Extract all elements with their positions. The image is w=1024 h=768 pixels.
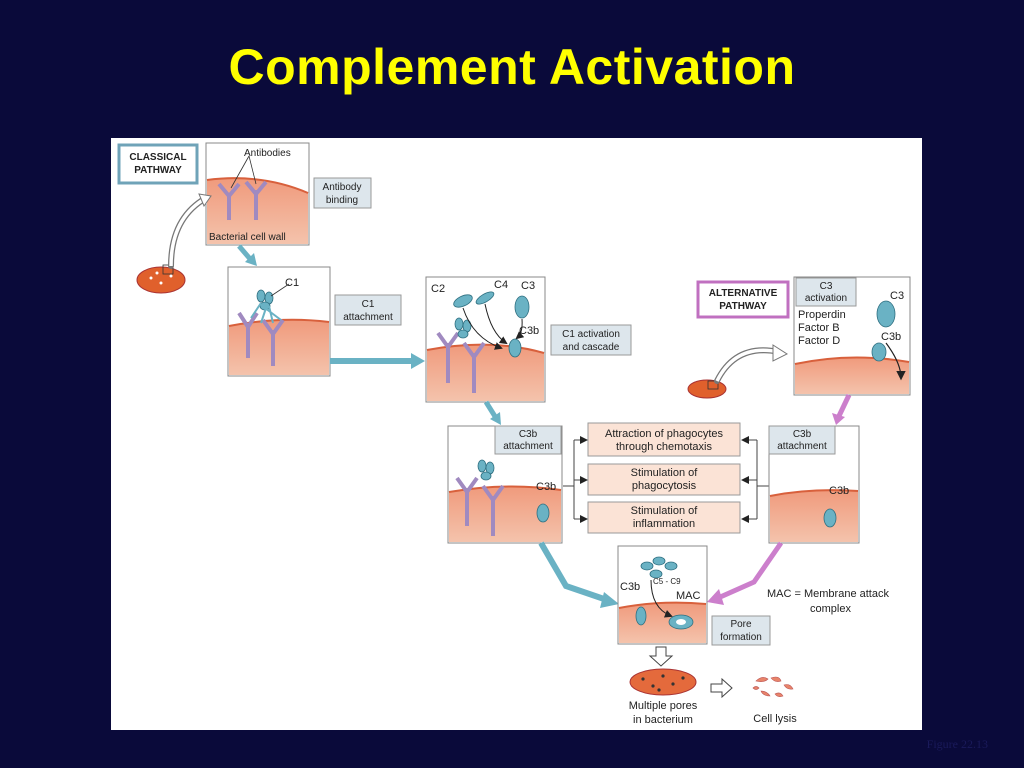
flow-arrow <box>538 541 608 603</box>
svg-text:formation: formation <box>720 632 762 643</box>
svg-text:C5 - C9: C5 - C9 <box>653 577 681 586</box>
svg-text:PATHWAY: PATHWAY <box>134 165 182 176</box>
panel-c3b-attachment-alternative: C3b attachment C3b <box>768 425 860 544</box>
svg-text:C1: C1 <box>285 277 299 289</box>
svg-text:C3b: C3b <box>620 581 640 593</box>
svg-text:MAC: MAC <box>676 590 701 602</box>
antibody-binding-label: Antibody binding <box>313 177 372 209</box>
c3b-icon <box>635 606 647 626</box>
c4-icon <box>475 291 495 305</box>
alternative-pathway-label: ALTERNATIVE PATHWAY <box>696 280 790 319</box>
svg-text:C3b: C3b <box>519 429 538 440</box>
svg-text:C3b: C3b <box>881 331 901 343</box>
svg-text:Antibody: Antibody <box>323 182 362 193</box>
c3b-icon <box>871 342 887 362</box>
svg-text:C1 activation: C1 activation <box>562 329 620 340</box>
outcome-chemotaxis: Attraction of phagocytes through chemota… <box>587 422 741 457</box>
c1-activation-label: C1 activation and cascade <box>550 324 632 356</box>
diagram-svg: CLASSICAL PATHWAY Antibodies Bacterial c… <box>117 142 911 726</box>
flow-arrow <box>836 393 852 418</box>
multiple-pores-label-2: in bacterium <box>633 714 693 726</box>
panel-antibody-binding: Antibodies Bacterial cell wall <box>205 142 310 246</box>
c1-complex-icon <box>256 289 274 311</box>
svg-text:ALTERNATIVE: ALTERNATIVE <box>709 288 778 299</box>
svg-text:attachment: attachment <box>503 441 553 452</box>
c3b-icon <box>508 338 522 358</box>
svg-text:Properdin: Properdin <box>798 309 846 321</box>
down-arrow-icon <box>648 646 674 667</box>
bacterium-icon <box>687 379 727 399</box>
svg-text:C3: C3 <box>890 290 904 302</box>
svg-text:C3: C3 <box>820 281 833 292</box>
svg-text:C1: C1 <box>362 299 375 310</box>
svg-text:Stimulation of: Stimulation of <box>631 505 699 517</box>
svg-text:C3b: C3b <box>536 481 556 493</box>
svg-text:Stimulation of: Stimulation of <box>631 467 699 479</box>
svg-text:Antibodies: Antibodies <box>244 148 291 159</box>
c1-attachment-label: C1 attachment <box>334 294 402 326</box>
complement-diagram: CLASSICAL PATHWAY Antibodies Bacterial c… <box>111 138 922 730</box>
svg-text:C3: C3 <box>521 280 535 292</box>
svg-text:PATHWAY: PATHWAY <box>719 301 767 312</box>
svg-text:attachment: attachment <box>343 312 393 323</box>
svg-text:attachment: attachment <box>777 441 827 452</box>
multiple-pores-label: Multiple pores <box>629 700 698 712</box>
panel-c3b-attachment-classical: C3b attachment C3b <box>447 425 563 544</box>
cell-lysis-icon <box>752 676 794 697</box>
svg-text:activation: activation <box>805 293 847 304</box>
c3-icon <box>514 295 530 319</box>
outcome-arrows-left <box>563 436 588 523</box>
c3-icon <box>876 300 896 328</box>
panel-c1-activation: C2 C4 C3 C3b <box>425 276 546 403</box>
svg-text:phagocytosis: phagocytosis <box>632 480 697 492</box>
svg-text:binding: binding <box>326 195 358 206</box>
svg-text:and cascade: and cascade <box>563 342 620 353</box>
svg-text:C3b: C3b <box>829 485 849 497</box>
svg-text:Attraction of phagocytes: Attraction of phagocytes <box>605 428 724 440</box>
pore-formation-label: Pore formation <box>711 615 771 646</box>
antibody-icon <box>244 180 268 220</box>
cell-lysis-label: Cell lysis <box>753 713 797 725</box>
svg-text:Pore: Pore <box>730 619 752 630</box>
svg-text:CLASSICAL: CLASSICAL <box>129 152 186 163</box>
svg-text:through chemotaxis: through chemotaxis <box>616 441 712 453</box>
flow-arrow <box>483 400 499 420</box>
antibody-icon <box>217 182 241 220</box>
outcome-inflammation: Stimulation of inflammation <box>587 501 741 534</box>
outcome-phagocytosis: Stimulation of phagocytosis <box>587 463 741 496</box>
svg-text:Factor D: Factor D <box>798 335 840 347</box>
svg-text:Factor B: Factor B <box>798 322 840 334</box>
panel-c1-attachment: C1 <box>227 266 331 377</box>
porous-bacterium-icon <box>629 668 697 696</box>
slide-title: Complement Activation <box>228 39 796 95</box>
outcome-arrows-right <box>741 436 769 523</box>
svg-text:C3b: C3b <box>793 429 812 440</box>
c3b-icon <box>823 508 837 528</box>
flow-arrow <box>716 541 784 601</box>
svg-text:MAC = Membrane attack: MAC = Membrane attack <box>767 588 889 600</box>
c2-icon <box>453 294 473 308</box>
bacterium-icon <box>136 264 186 294</box>
svg-text:complex: complex <box>810 603 851 615</box>
right-arrow-icon <box>710 677 733 699</box>
panel-mac: C5 - C9 C3b MAC <box>617 545 708 645</box>
svg-text:Bacterial cell wall: Bacterial cell wall <box>209 232 286 243</box>
mac-definition: MAC = Membrane attack complex <box>767 588 889 615</box>
svg-text:C4: C4 <box>494 279 508 291</box>
classical-pathway-label: CLASSICAL PATHWAY <box>117 143 199 185</box>
flow-arrow <box>237 244 253 262</box>
svg-text:C3b: C3b <box>519 325 539 337</box>
svg-text:inflammation: inflammation <box>633 518 695 530</box>
c3b-icon <box>536 503 550 523</box>
figure-caption: Figure 22.13 <box>926 737 988 751</box>
panel-c3-activation: C3 activation C3 Properdin Factor B Fact… <box>793 276 911 396</box>
svg-text:C2: C2 <box>431 283 445 295</box>
